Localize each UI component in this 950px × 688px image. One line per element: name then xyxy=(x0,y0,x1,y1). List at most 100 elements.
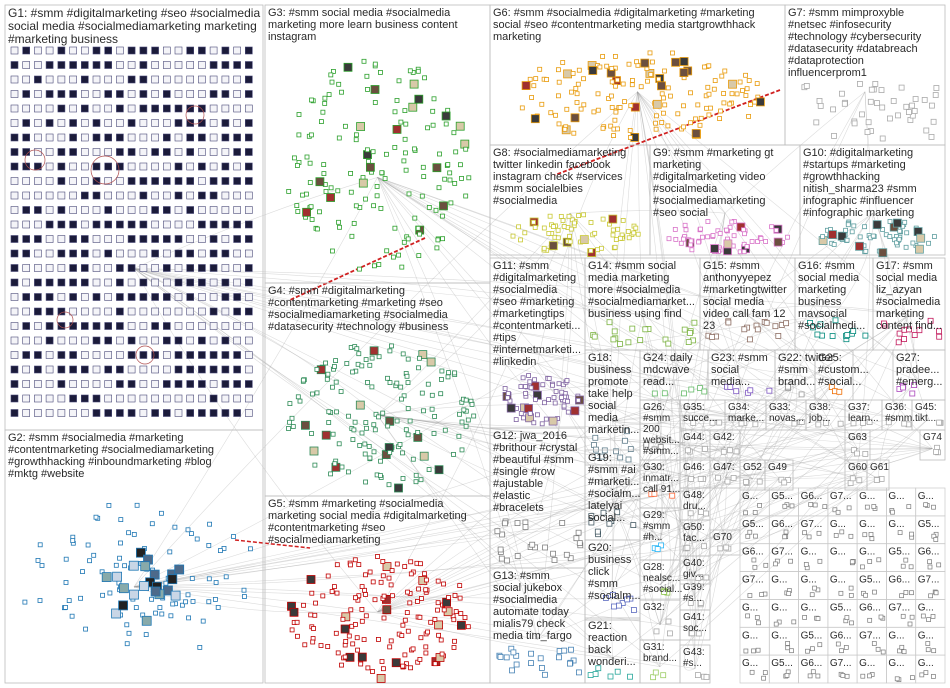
graph-node xyxy=(366,666,370,670)
graph-node xyxy=(764,320,769,325)
group-label-line: media xyxy=(588,412,619,424)
graph-node xyxy=(454,610,458,614)
graph-node xyxy=(898,531,902,535)
graph-node xyxy=(467,176,471,180)
graph-node xyxy=(742,327,747,332)
graph-node xyxy=(310,447,318,455)
graph-node xyxy=(753,511,757,515)
graph-node xyxy=(529,651,534,656)
graph-node xyxy=(763,671,767,675)
graph-node xyxy=(329,186,333,190)
graph-node xyxy=(316,178,324,186)
group-label-line: G41: xyxy=(683,612,705,623)
graph-node xyxy=(743,232,747,236)
graph-node xyxy=(318,210,322,214)
graph-node xyxy=(152,120,159,127)
graph-node xyxy=(245,294,252,301)
group-label-line: G11: #smm xyxy=(493,260,549,272)
graph-node xyxy=(128,120,135,127)
graph-node xyxy=(128,163,135,170)
graph-node xyxy=(453,371,457,375)
graph-node xyxy=(926,648,930,652)
graph-node xyxy=(931,614,935,618)
small-group-label: G... xyxy=(918,630,934,641)
graph-node xyxy=(290,608,298,616)
graph-node xyxy=(81,308,88,315)
graph-node xyxy=(613,54,617,58)
graph-node xyxy=(105,410,112,417)
graph-node xyxy=(128,236,135,243)
graph-node xyxy=(551,551,556,556)
graph-node xyxy=(388,381,392,385)
small-group-label: G7... xyxy=(801,519,823,530)
group-label-g52: G52 xyxy=(743,462,762,473)
graph-node xyxy=(611,337,616,342)
graph-node xyxy=(521,416,525,420)
graph-node xyxy=(390,569,394,573)
graph-node xyxy=(915,245,923,253)
graph-node xyxy=(403,109,407,113)
group-label-line: 23 xyxy=(703,320,715,332)
small-group-label: G5... xyxy=(859,575,881,586)
graph-node xyxy=(810,647,814,651)
graph-node xyxy=(557,382,561,386)
small-group-label: G... xyxy=(859,658,875,669)
graph-node xyxy=(81,76,88,83)
graph-node xyxy=(140,250,147,257)
graph-node xyxy=(291,425,295,429)
graph-node xyxy=(406,237,410,241)
graph-node xyxy=(105,308,112,315)
graph-node xyxy=(105,134,112,141)
graph-node xyxy=(222,91,229,98)
graph-node xyxy=(436,579,440,583)
graph-node xyxy=(453,593,457,597)
graph-node xyxy=(503,387,507,391)
graph-node xyxy=(720,74,724,78)
graph-node xyxy=(341,617,345,621)
graph-node xyxy=(934,591,938,595)
graph-node xyxy=(849,586,853,590)
graph-node xyxy=(427,358,435,366)
graph-node xyxy=(118,556,122,560)
graph-node xyxy=(34,308,41,315)
graph-node xyxy=(895,677,899,681)
graph-node xyxy=(372,423,376,427)
graph-node xyxy=(116,221,123,228)
graph-node xyxy=(346,470,350,474)
graph-node xyxy=(105,149,112,156)
graph-node xyxy=(627,62,631,66)
group-label-line: G48: xyxy=(683,490,705,501)
graph-node xyxy=(547,231,551,235)
graph-node xyxy=(929,594,933,598)
group-label-line: video call fam 12 xyxy=(703,308,786,320)
graph-node xyxy=(23,134,30,141)
group-label-line: nealsc... xyxy=(643,573,680,584)
graph-node xyxy=(613,245,617,249)
graph-node xyxy=(210,366,217,373)
graph-node xyxy=(630,326,635,331)
graph-node xyxy=(326,574,330,578)
graph-node xyxy=(887,116,892,121)
graph-node xyxy=(436,608,440,612)
graph-node xyxy=(210,76,217,83)
graph-node xyxy=(414,473,418,477)
graph-node xyxy=(337,82,341,86)
graph-node xyxy=(395,381,399,385)
graph-node xyxy=(64,605,68,609)
group-label-line: G36: xyxy=(885,402,907,413)
graph-node xyxy=(46,410,53,417)
graph-node xyxy=(741,228,745,232)
group-label-line: #smm... xyxy=(643,446,679,457)
graph-node xyxy=(520,106,524,110)
graph-node xyxy=(46,105,53,112)
group-label-line: #socialmedi... xyxy=(798,320,865,332)
graph-node xyxy=(429,620,433,624)
graph-node xyxy=(210,236,217,243)
group-label-line: business using find xyxy=(588,308,682,320)
graph-node xyxy=(932,505,936,509)
graph-node xyxy=(116,105,123,112)
graph-node xyxy=(163,395,170,402)
small-group-label: G... xyxy=(859,491,875,502)
graph-node xyxy=(589,249,593,253)
graph-node xyxy=(116,62,123,69)
